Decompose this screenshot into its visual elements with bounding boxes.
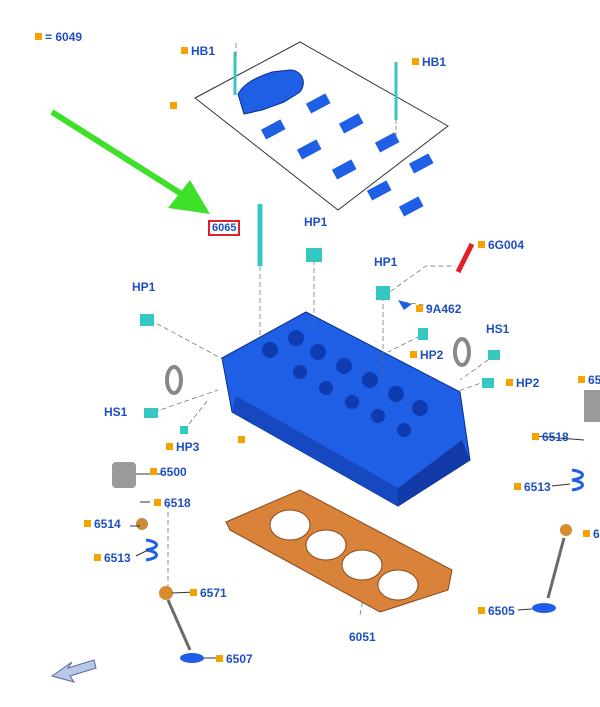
- orange-square-marker-icon: [166, 443, 173, 450]
- callout-hs1-right: HS1: [486, 322, 510, 336]
- orange-square-marker-icon: [532, 433, 539, 440]
- orange-square-marker-icon: [150, 468, 157, 475]
- orange-square-marker-icon: [583, 530, 590, 537]
- callout-6505: 6505: [478, 604, 515, 618]
- fittings: [140, 242, 500, 434]
- left-valve-assembly: [112, 462, 204, 663]
- orange-square-marker-icon: [412, 58, 419, 65]
- callout-6518-right: 6518: [532, 430, 569, 444]
- callout-9a462: 9A462: [416, 302, 461, 316]
- callout-6065-highlight: 6065: [208, 220, 241, 236]
- orange-square-marker-icon: [170, 102, 177, 109]
- orange-square-marker-icon: [35, 33, 42, 40]
- callout-6051: 6051: [349, 630, 376, 644]
- callout-hb1-left: HB1: [181, 44, 215, 58]
- orange-square-marker-icon: [506, 379, 513, 386]
- orange-square-marker-icon: [410, 351, 417, 358]
- orange-square-marker-icon: [216, 655, 223, 662]
- orange-square-marker-icon: [94, 554, 101, 561]
- right-valve-assembly: [532, 390, 600, 613]
- pointer-arrow-icon: [50, 109, 210, 214]
- callout-hp2-upper: HP2: [410, 348, 443, 362]
- view-direction-arrow-icon: [50, 659, 97, 683]
- callout-6513-right: 6513: [514, 480, 551, 494]
- callout-6571: 6571: [190, 586, 227, 600]
- callout-6518-left: 6518: [154, 496, 191, 510]
- legend-6049: = 6049: [35, 30, 82, 44]
- orange-square-marker-icon: [478, 241, 485, 248]
- callout-6513-left: 6513: [94, 551, 131, 565]
- callout-hb1-right: HB1: [412, 55, 446, 69]
- callout-hp1-left: HP1: [132, 280, 156, 294]
- orange-square-marker-icon: [578, 376, 585, 383]
- callout-6-right: 6: [583, 527, 600, 541]
- callout-hp3: HP3: [166, 440, 199, 454]
- callout-6g004: 6G004: [478, 238, 524, 252]
- callout-hp2-right: HP2: [506, 376, 539, 390]
- orange-square-marker-icon: [238, 436, 245, 443]
- callout-6500: 6500: [150, 465, 187, 479]
- callout-6514: 6514: [84, 517, 121, 531]
- orange-square-marker-icon: [190, 589, 197, 596]
- callout-hs1-left: HS1: [104, 405, 128, 419]
- orange-square-marker-icon: [416, 305, 423, 312]
- assembly-lines: [149, 40, 496, 616]
- cylinder-head: [221, 311, 471, 507]
- orange-square-marker-icon: [181, 47, 188, 54]
- orange-square-marker-icon: [154, 499, 161, 506]
- callout-65-right: 65: [578, 373, 600, 387]
- orange-square-marker-icon: [514, 483, 521, 490]
- orange-square-marker-icon: [478, 607, 485, 614]
- camshaft-carrier-group: [194, 41, 449, 217]
- lifting-eyes: [165, 337, 471, 395]
- callout-hp1-center: HP1: [304, 215, 328, 229]
- head-gasket: [225, 489, 453, 613]
- callout-6507: 6507: [216, 652, 253, 666]
- orange-square-marker-icon: [84, 520, 91, 527]
- callout-hp1-right: HP1: [374, 255, 398, 269]
